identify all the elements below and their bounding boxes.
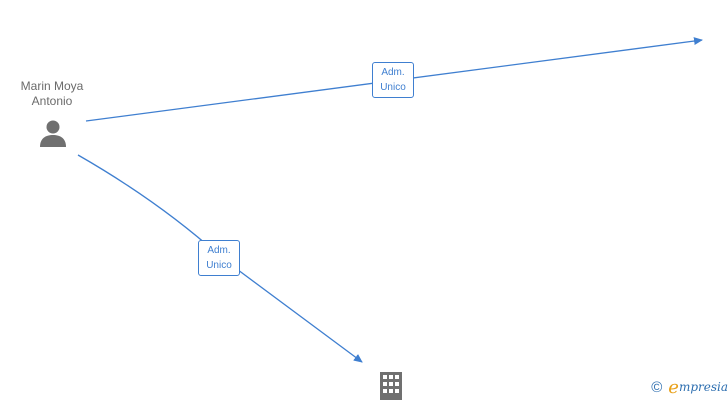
person-name-line1: Marin Moya [20,79,84,93]
edge-label-2-line1: Adm. [207,245,231,256]
edge-label-1-line2: Unico [380,82,406,93]
person-name-line2: Antonio [31,94,73,108]
edge-label-1[interactable]: Adm. Unico [372,62,414,98]
edge-label-1-line1: Adm. [381,67,405,78]
person-node-label[interactable]: Marin Moya Antonio [6,79,98,109]
building-icon[interactable] [378,370,404,400]
edge-label-2[interactable]: Adm. Unico [198,240,240,276]
edge-label-2-line2: Unico [206,260,232,271]
brand-watermark[interactable]: © e mpresia [651,376,728,398]
brand-logo-initial: e [668,376,679,398]
copyright-icon: © [651,378,663,396]
person-icon[interactable] [37,118,69,150]
brand-name: mpresia [678,380,728,394]
